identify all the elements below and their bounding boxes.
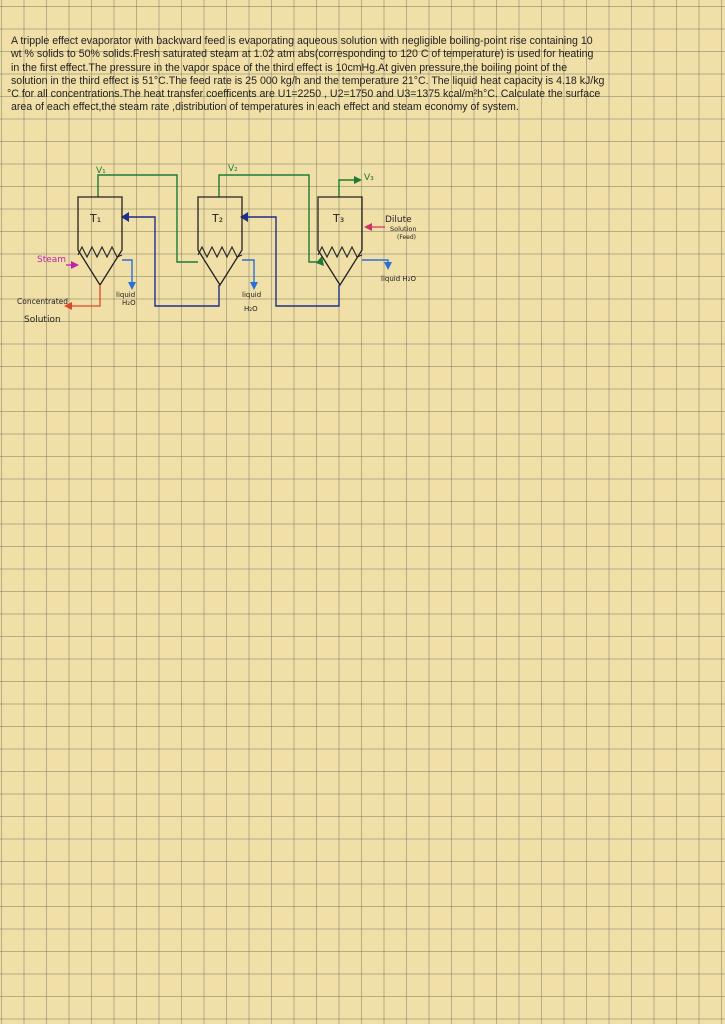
effect-2 — [197, 196, 243, 287]
vapor-lines — [97, 174, 362, 263]
problem-line: in the first effect.The pressure in the … — [11, 61, 568, 74]
vapor-line-1 — [97, 174, 198, 263]
vessel-body — [317, 196, 363, 287]
feed-label-line1: Dilute — [385, 215, 412, 225]
vapor-label-1: V₁ — [96, 166, 106, 176]
effect-label-1: T₁ — [89, 212, 101, 225]
problem-line: wt % solids to 50% solids.Fresh saturate… — [11, 48, 594, 61]
condensate-label-1-line1: liquid — [116, 291, 135, 299]
inlet-arrowhead-1 — [121, 212, 129, 222]
vapor-label-3: V₃ — [364, 173, 374, 183]
condensate-label-2-line1: liquid — [242, 291, 261, 299]
vapor-line-2 — [218, 174, 318, 263]
condensate-line-1 — [122, 259, 136, 290]
feed-label-line3: (Feed) — [397, 234, 416, 241]
product-label-line2: Solution — [24, 315, 61, 325]
liquid-transfer-lines — [128, 216, 340, 307]
condensate-label-3: liquid H₂O — [381, 275, 416, 283]
problem-statement: A tripple effect evaporator with backwar… — [7, 35, 639, 115]
problem-line: area of each effect,the steam rate ,dist… — [11, 101, 519, 114]
condensate-lines — [122, 259, 392, 290]
vapor-label-2: V₂ — [228, 164, 238, 174]
product-label-line1: Concentrated — [17, 297, 68, 306]
problem-line: A tripple effect evaporator with backwar… — [11, 35, 593, 47]
condensate-label-1-line2: H₂O — [122, 299, 136, 307]
transfer-line-2-to-1 — [128, 216, 220, 307]
inlet-arrowhead-3 — [316, 256, 324, 266]
inlet-arrowhead-2 — [240, 212, 248, 222]
effect-label-3: T₃ — [332, 212, 344, 225]
steam-label: Steam — [37, 255, 66, 265]
effect-3 — [317, 196, 363, 287]
product-outlet-line — [64, 285, 101, 310]
diagram-labels: V₁ V₂ V₃ T₁ T₂ T₃ Steam Dilute Solution … — [17, 164, 416, 325]
effect-1 — [77, 196, 123, 287]
effect-label-2: T₂ — [211, 212, 223, 225]
problem-line: solution in the third effect is 51°C.The… — [11, 74, 605, 87]
problem-line: °C for all concentrations.The heat trans… — [7, 88, 601, 101]
heating-coil — [77, 245, 123, 259]
heating-coil — [197, 245, 243, 259]
vapor-line-3 — [338, 176, 362, 197]
condensate-line-2 — [242, 259, 258, 290]
transfer-line-3-to-2 — [248, 216, 340, 307]
heating-coil — [317, 245, 363, 259]
condensate-label-2-line2: H₂O — [244, 305, 258, 313]
vessel-body — [77, 196, 123, 287]
feed-label-line2: Solution — [390, 225, 416, 233]
condensate-line-3 — [362, 259, 392, 270]
vessel-body — [197, 196, 243, 287]
